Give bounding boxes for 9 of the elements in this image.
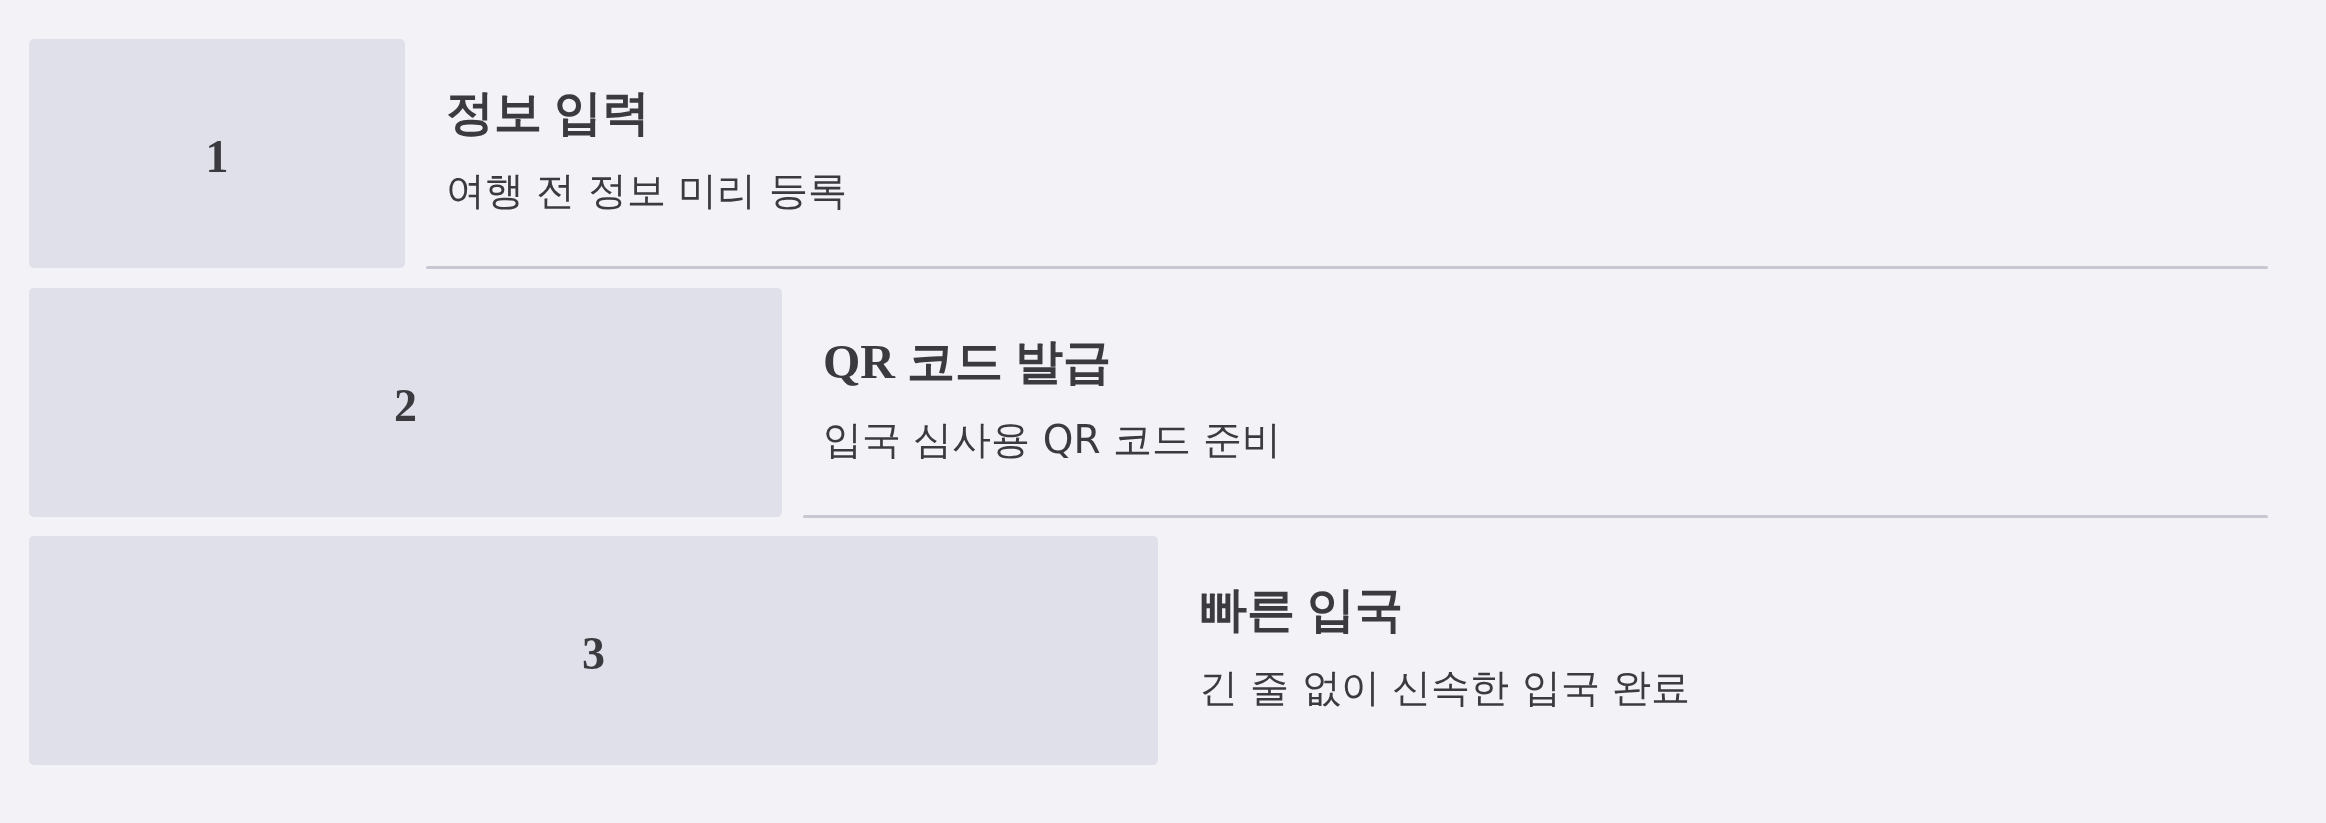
step-number: 3 <box>582 626 605 677</box>
step-description: 여행 전 정보 미리 등록 <box>446 167 847 215</box>
step-title: 빠른 입국 <box>1199 582 1404 639</box>
step-description: 입국 심사용 QR 코드 준비 <box>823 416 1282 464</box>
step-title: 정보 입력 <box>446 85 651 142</box>
step-number: 1 <box>205 129 229 180</box>
step-number: 2 <box>394 378 417 429</box>
step-description: 긴 줄 없이 신속한 입국 완료 <box>1199 664 1690 712</box>
step-title: QR 코드 발급 <box>823 334 1112 391</box>
